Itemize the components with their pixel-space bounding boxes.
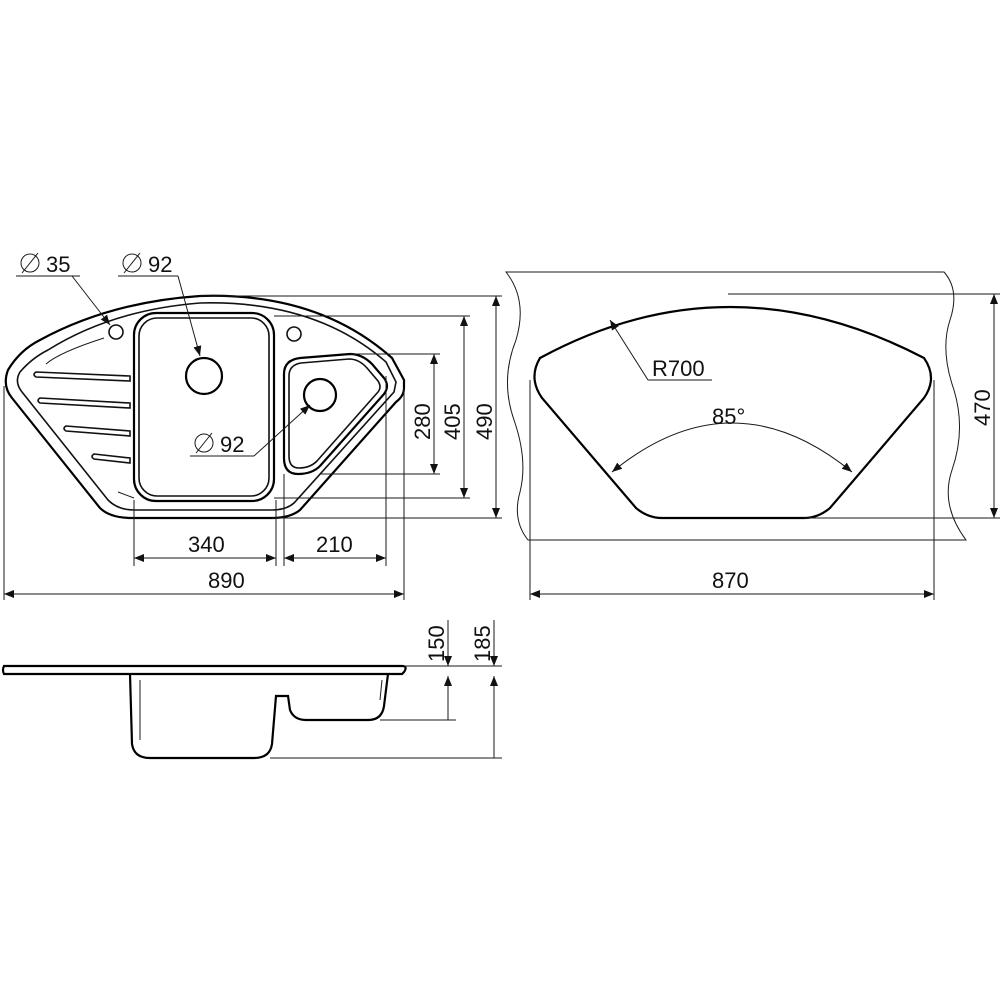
secondary-bowl-inner xyxy=(288,358,381,469)
top-view-annotations: 35 92 92 xyxy=(16,252,311,457)
dim-height-490: 490 xyxy=(472,403,497,440)
dim-main-bowl-width: 340 xyxy=(188,532,225,557)
tap-hole-right xyxy=(286,326,302,342)
dim-depth-150: 150 xyxy=(424,625,449,662)
label-radius: R700 xyxy=(652,356,705,381)
dim-height-405: 405 xyxy=(440,403,465,440)
section-main-bowl xyxy=(128,673,390,760)
cutout-dimensions: R700 85° 870 470 xyxy=(529,293,1000,600)
angle-arc xyxy=(611,422,853,473)
rim-chamfer-left xyxy=(45,337,105,365)
main-bowl xyxy=(132,311,276,503)
cutout-template xyxy=(504,271,967,541)
main-drain-hole xyxy=(184,356,224,396)
cutout-outline xyxy=(533,306,933,520)
dim-secondary-bowl-width: 210 xyxy=(316,532,353,557)
sink-section-view xyxy=(1,664,407,760)
tap-hole-left xyxy=(108,324,124,340)
drain-groove-2 xyxy=(37,397,131,409)
label-hole-small: 35 xyxy=(46,252,70,277)
main-bowl-inner xyxy=(138,317,270,497)
sink-top-view xyxy=(4,294,406,520)
dim-overall-width: 890 xyxy=(208,568,245,593)
label-angle: 85° xyxy=(712,404,745,429)
sink-inner-rim xyxy=(16,302,397,511)
countertop-boundary xyxy=(504,271,967,541)
dim-cutout-width: 870 xyxy=(712,568,749,593)
top-view-dimensions: 340 210 890 280 405 490 xyxy=(3,295,502,600)
dim-height-280: 280 xyxy=(410,403,435,440)
dim-depth-185: 185 xyxy=(470,625,495,662)
dim-cutout-height: 470 xyxy=(970,389,995,426)
secondary-drain-hole xyxy=(302,377,338,413)
label-hole-main: 92 xyxy=(148,252,172,277)
label-hole-secondary: 92 xyxy=(220,432,244,457)
rim-chamfer-bottom xyxy=(117,491,135,499)
drain-groove-4 xyxy=(91,453,131,464)
section-dimensions: 150 185 xyxy=(270,620,502,759)
drain-groove-1 xyxy=(33,371,131,382)
drain-groove-3 xyxy=(63,425,131,437)
secondary-bowl xyxy=(282,352,389,476)
section-rim xyxy=(1,664,407,676)
sink-outer-contour xyxy=(4,294,406,520)
